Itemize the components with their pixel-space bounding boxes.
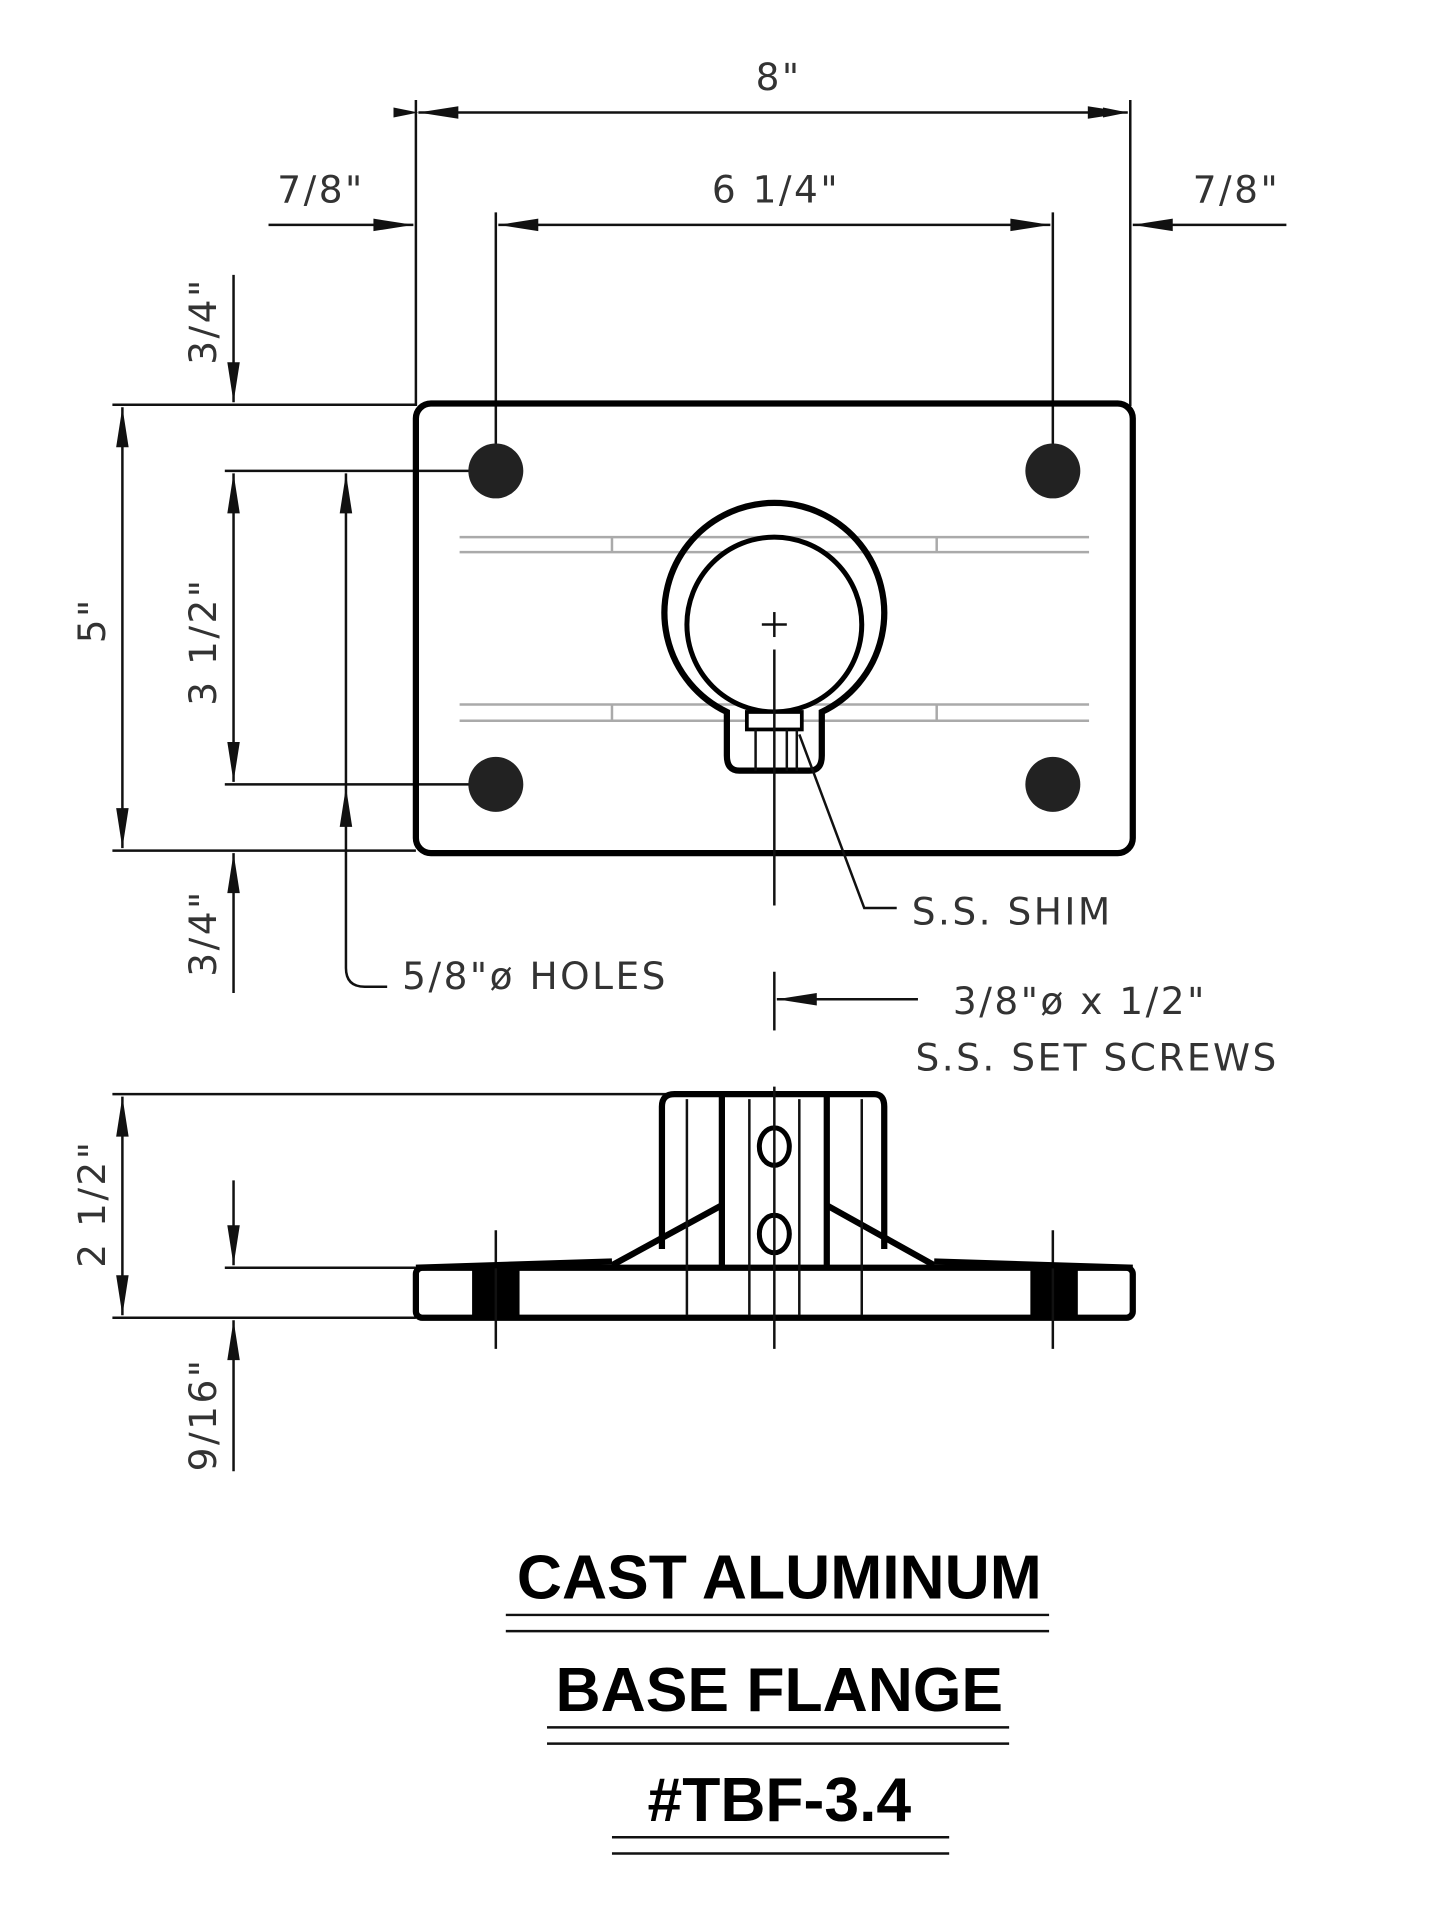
callout-holes: 5/8"ø HOLES [402,954,668,998]
dim-hole-spacing-width: 6 1/4" [712,167,840,211]
dim-edge-left: 7/8" [277,167,365,211]
title-part-number: #TBF-3.4 [647,1765,911,1835]
callout-set-screws-1: 3/8"ø x 1/2" [953,979,1207,1023]
mounting-hole [468,443,524,499]
dim-base-thickness: 9/16" [181,1357,225,1471]
callout-set-screws-2: S.S. SET SCREWS [915,1035,1278,1079]
dim-edge-top: 3/4" [181,277,225,364]
side-view: 2 1/2" 9/16" [70,1086,1136,1471]
mounting-hole [468,756,524,812]
mounting-hole [1025,443,1081,499]
mounting-hole [1025,756,1081,812]
dim-height: 2 1/2" [70,1140,114,1268]
title-product: BASE FLANGE [556,1655,1003,1725]
dim-edge-bottom: 3/4" [181,889,225,977]
top-view: 8" 6 1/4" 7/8" 7/8" 5" 3 1/2" 3/4" 3/4" [70,55,1287,1079]
dim-edge-right: 7/8" [1193,167,1281,211]
dim-overall-depth: 5" [70,597,114,643]
dim-hole-spacing-depth: 3 1/2" [181,577,225,705]
title-material: CAST ALUMINUM [517,1543,1042,1613]
callout-shim: S.S. SHIM [912,889,1113,933]
dim-overall-width: 8" [756,55,802,99]
title-block: CAST ALUMINUM BASE FLANGE #TBF-3.4 [505,1543,1050,1855]
